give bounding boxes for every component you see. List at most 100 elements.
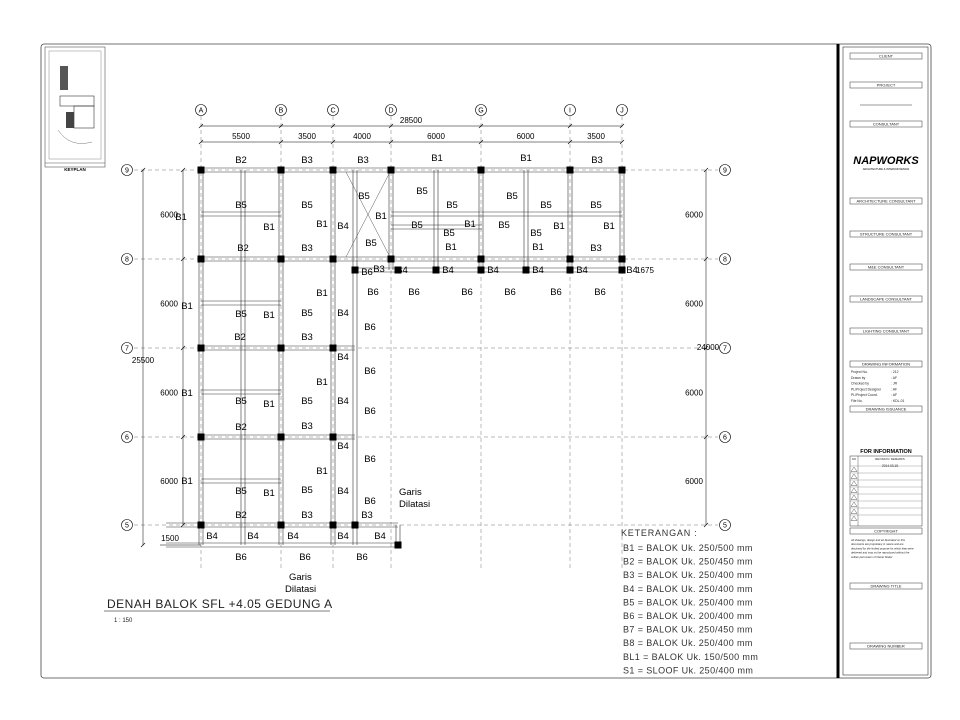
beam-label-8: B5 bbox=[506, 191, 518, 202]
dilatation-note-2-line1: Garis bbox=[289, 572, 312, 583]
grid-bubble-label-G: G bbox=[478, 108, 483, 115]
grid-bubble-9-right bbox=[719, 164, 731, 176]
column-27 bbox=[522, 266, 530, 274]
grid-bubble-label-I: I bbox=[569, 108, 571, 115]
dim-tick bbox=[703, 167, 709, 173]
beam-label-30: B1 bbox=[532, 242, 544, 253]
dim-left-3: 6000 bbox=[160, 477, 178, 486]
info-key-1: Drawn by bbox=[851, 376, 866, 380]
beam-label-23: B1 bbox=[603, 221, 615, 232]
info-value-4: : AF bbox=[891, 393, 897, 397]
copyright-line-4: written permission of Owner Maker bbox=[851, 555, 893, 559]
dim-tick bbox=[619, 139, 625, 145]
legend-item-6: B7 = BALOK Uk. 250/450 mm bbox=[623, 625, 753, 635]
dim-tick bbox=[278, 139, 284, 145]
grid-bubble-label-9-right: 9 bbox=[723, 168, 727, 175]
column-22 bbox=[329, 521, 337, 529]
beam-label-52: B6 bbox=[364, 322, 376, 333]
grid-bubble-label-8-right: 8 bbox=[723, 257, 727, 264]
keyplan-frame bbox=[44, 46, 106, 168]
keyplan-building-c bbox=[73, 105, 95, 129]
revision-triangle-icon bbox=[850, 508, 858, 514]
keyplan-road bbox=[57, 129, 93, 144]
revision-triangle-icon bbox=[850, 501, 858, 507]
grid-bubble-label-J: J bbox=[620, 108, 624, 115]
grid-bubble-label-8-left: 8 bbox=[125, 257, 129, 264]
grid-bubble-D bbox=[385, 104, 397, 116]
column-18 bbox=[277, 433, 285, 441]
grid-bubble-label-C: C bbox=[330, 108, 335, 115]
beam-label-20: B1 bbox=[464, 219, 476, 230]
grid-bubble-5-right bbox=[719, 519, 731, 531]
column-1 bbox=[277, 166, 285, 174]
beam-label-71: B1 bbox=[263, 488, 275, 499]
beam-label-13: B5 bbox=[590, 200, 602, 211]
column-16 bbox=[329, 344, 337, 352]
dim-right-0: 6000 bbox=[685, 211, 703, 220]
dim-tick bbox=[703, 345, 709, 351]
issuance-status: FOR INFORMATION bbox=[860, 449, 912, 455]
beam-label-7: B5 bbox=[358, 191, 370, 202]
beam-label-64: B2 bbox=[235, 422, 247, 433]
beam-label-34: B4 bbox=[396, 265, 408, 276]
keyplan-label: KEYPLAN bbox=[64, 167, 86, 172]
grid-bubble-I bbox=[564, 104, 576, 116]
dim-tick bbox=[180, 522, 186, 528]
copyright-text: All drawings, design and art illustrated… bbox=[850, 538, 914, 559]
dim-tick bbox=[180, 167, 186, 173]
dim-right-total: 24000 bbox=[697, 343, 720, 352]
revision-header: REVISION / REMARKS bbox=[875, 457, 905, 461]
beam-label-70: B5 bbox=[235, 486, 247, 497]
column-17 bbox=[197, 433, 205, 441]
column-31 bbox=[394, 541, 402, 549]
mep-consultant-box bbox=[849, 263, 923, 271]
stair-hatch-2 bbox=[345, 171, 391, 258]
consultant-logo-subtitle: ARCHITECTURE & INTERIOR DESIGN bbox=[863, 167, 910, 171]
beam-label-75: B2 bbox=[235, 510, 247, 521]
grid-bubble-7-left bbox=[121, 342, 133, 354]
beam-label-36: B4 bbox=[487, 265, 499, 276]
beam-label-38: B4 bbox=[576, 265, 588, 276]
beam-label-82: B4 bbox=[374, 531, 386, 542]
dim-tick bbox=[388, 123, 394, 129]
info-key-4: PL/Project Coord. bbox=[851, 393, 878, 397]
info-value-3: : AF bbox=[891, 387, 897, 391]
legend-item-8: BL1 = BALOK Uk. 150/500 mm bbox=[623, 652, 758, 662]
dim-bay-4: 6000 bbox=[517, 132, 535, 141]
beam-label-78: B4 bbox=[206, 531, 218, 542]
info-value-2: : JR bbox=[891, 382, 898, 386]
beam-label-21: B5 bbox=[498, 220, 510, 231]
revision-triangle-icon bbox=[850, 473, 858, 479]
dim-offset-right: 1675 bbox=[636, 266, 654, 275]
revision-rows bbox=[850, 465, 922, 521]
column-9 bbox=[329, 255, 337, 263]
grid-bubble-8-right bbox=[719, 253, 731, 265]
beam-label-47: B1 bbox=[181, 301, 193, 312]
beam-label-22: B1 bbox=[553, 221, 565, 232]
column-0 bbox=[197, 166, 205, 174]
column-7 bbox=[197, 255, 205, 263]
beam-label-27: B2 bbox=[237, 243, 249, 254]
beam-label-79: B4 bbox=[247, 531, 259, 542]
dim-tick bbox=[180, 345, 186, 351]
copyright-line-0: All drawings, design and art illustrated… bbox=[850, 538, 906, 542]
client-label: CLIENT bbox=[879, 54, 894, 59]
keyplan-building-a bbox=[60, 66, 68, 90]
mep-consultant-label: M&E CONSULTANT bbox=[868, 265, 905, 270]
grid-bubble-label-5-left: 5 bbox=[125, 523, 129, 530]
column-19 bbox=[329, 433, 337, 441]
dilatation-note-1-line2: Dilatasi bbox=[399, 499, 430, 510]
beam-label-45: B6 bbox=[594, 287, 606, 298]
beam-label-40: B6 bbox=[367, 287, 379, 298]
info-key-3: PL/Project Designer bbox=[851, 387, 882, 391]
beam-label-41: B6 bbox=[408, 287, 420, 298]
beam-label-53: B2 bbox=[234, 332, 246, 343]
beam-label-9: B5 bbox=[235, 200, 247, 211]
drawing-information-label: DRAWING INFORMATION bbox=[862, 362, 910, 367]
drawing-number-label: DRAWING NUMBER bbox=[867, 644, 905, 649]
beam-label-16: B1 bbox=[263, 222, 275, 233]
keyplan: KEYPLAN bbox=[44, 46, 106, 172]
